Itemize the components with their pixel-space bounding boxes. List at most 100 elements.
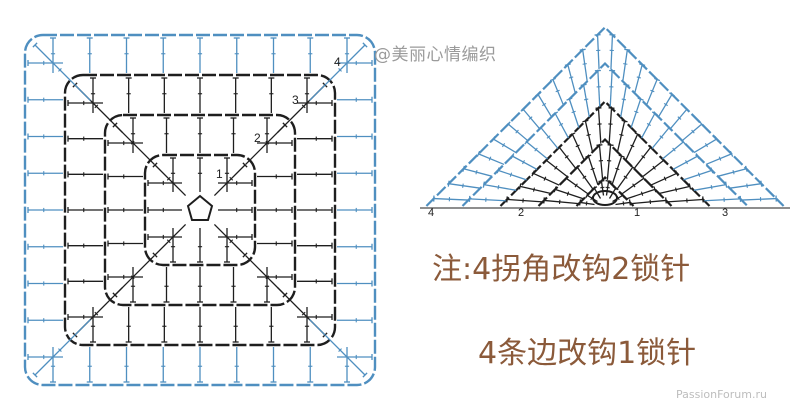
double-crochet-symbol bbox=[683, 167, 714, 181]
double-crochet-symbol bbox=[86, 37, 93, 73]
double-crochet-symbol bbox=[704, 195, 742, 202]
double-crochet-symbol bbox=[693, 181, 728, 191]
double-crochet-symbol bbox=[595, 107, 602, 144]
double-crochet-symbol bbox=[197, 347, 203, 383]
stitch-top-bar bbox=[531, 170, 535, 177]
stitch-slash bbox=[546, 135, 551, 139]
stitch-slash bbox=[663, 176, 667, 181]
stitch-stem bbox=[741, 197, 777, 201]
double-crochet-symbol bbox=[107, 207, 143, 213]
center-ring bbox=[186, 194, 214, 221]
stitch-slash bbox=[605, 186, 610, 189]
stitch-slash bbox=[475, 170, 478, 175]
double-crochet-symbol bbox=[268, 307, 275, 343]
double-crochet-symbol bbox=[197, 37, 203, 73]
stitch-slash bbox=[569, 76, 574, 79]
stitch-stem bbox=[213, 164, 246, 197]
double-crochet-symbol bbox=[582, 119, 594, 153]
stitch-stem bbox=[621, 177, 645, 195]
stitch-stem bbox=[658, 185, 691, 195]
watermark: @美丽心情编织 bbox=[374, 45, 497, 65]
double-crochet-symbol bbox=[580, 83, 590, 118]
stitch-stem bbox=[693, 183, 727, 191]
double-crochet-symbol bbox=[130, 267, 136, 303]
stitch-top-bar bbox=[579, 48, 586, 51]
double-crochet-symbol bbox=[337, 207, 373, 213]
stitch-stem bbox=[433, 197, 469, 201]
double-crochet-symbol bbox=[130, 117, 136, 153]
stitch-stem bbox=[672, 155, 698, 170]
double-crochet-symbol bbox=[476, 150, 505, 166]
stitch-slash bbox=[301, 104, 306, 109]
stitch-slash bbox=[640, 191, 644, 196]
double-crochet-symbol bbox=[553, 186, 584, 200]
stitch-top-bar bbox=[624, 48, 631, 51]
stitch-slash bbox=[166, 239, 171, 244]
stitch-stem bbox=[543, 199, 579, 205]
double-crochet-symbol bbox=[681, 121, 705, 142]
stitch-slash bbox=[515, 129, 519, 134]
double-crochet-symbol bbox=[232, 77, 239, 113]
stitch-slash bbox=[534, 147, 538, 152]
double-crochet-symbol bbox=[67, 242, 103, 249]
double-crochet-symbol bbox=[230, 117, 237, 153]
stitch-slash bbox=[543, 176, 547, 181]
stitch-top-bar bbox=[462, 165, 466, 172]
square-row-label-4: 4 bbox=[334, 55, 341, 69]
triangle-row-label-3: 3 bbox=[722, 207, 728, 219]
stitch-top-bar bbox=[639, 63, 646, 67]
stitch-slash bbox=[600, 186, 605, 189]
stitch-slash bbox=[584, 98, 589, 101]
stitch-slash bbox=[636, 76, 641, 79]
double-crochet-symbol bbox=[304, 307, 310, 343]
double-crochet-symbol bbox=[224, 228, 230, 263]
stitch-stem bbox=[608, 187, 617, 199]
stitch-slash bbox=[130, 140, 135, 145]
double-crochet-symbol bbox=[611, 154, 625, 185]
double-crochet-symbol bbox=[107, 140, 143, 146]
double-crochet-symbol bbox=[645, 77, 661, 106]
double-crochet-symbol bbox=[197, 228, 203, 263]
double-crochet-symbol bbox=[268, 77, 275, 113]
stitch-slash bbox=[615, 167, 620, 171]
stitch-stem bbox=[587, 155, 599, 185]
double-crochet-symbol bbox=[596, 144, 604, 180]
stitch-top-bar bbox=[32, 372, 38, 378]
chain-row-outline bbox=[143, 153, 257, 267]
stitch-slash bbox=[532, 187, 535, 192]
double-crochet-symbol bbox=[556, 144, 577, 169]
double-crochet-symbol bbox=[616, 119, 628, 153]
double-crochet-symbol bbox=[510, 153, 538, 170]
double-crochet-symbol bbox=[125, 307, 132, 343]
triangle-chain-row bbox=[537, 137, 673, 207]
stitch-stem bbox=[596, 34, 600, 70]
stitch-top-bar bbox=[491, 136, 496, 142]
stitch-stem bbox=[616, 166, 634, 190]
stitch-slash bbox=[586, 133, 591, 136]
stitch-top-bar bbox=[695, 153, 700, 160]
stitch-top-bar bbox=[566, 97, 573, 101]
double-crochet-symbol bbox=[535, 92, 553, 118]
stitch-top-bar bbox=[580, 83, 587, 87]
stitch-stem bbox=[576, 166, 594, 190]
stitch-slash bbox=[646, 123, 651, 126]
stitch-slash bbox=[566, 191, 570, 196]
stitch-slash bbox=[663, 102, 668, 107]
double-crochet-symbol bbox=[337, 96, 373, 103]
double-crochet-symbol bbox=[667, 196, 704, 203]
double-crochet-symbol bbox=[27, 207, 63, 213]
stitch-stem bbox=[608, 107, 613, 144]
double-crochet-symbol bbox=[543, 157, 568, 178]
triangle-row-label-1: 1 bbox=[634, 207, 640, 219]
double-crochet-symbol bbox=[27, 354, 63, 360]
stitch-top-bar bbox=[710, 167, 714, 174]
double-crochet-symbol bbox=[641, 111, 658, 139]
stitch-stem bbox=[463, 168, 493, 177]
stitch-stem bbox=[626, 188, 656, 200]
stitch-top-bar bbox=[623, 83, 630, 87]
double-crochet-symbol bbox=[705, 150, 734, 166]
stitch-slash bbox=[509, 172, 513, 177]
stitch-stem bbox=[657, 94, 673, 118]
stitch-slash bbox=[338, 348, 342, 352]
